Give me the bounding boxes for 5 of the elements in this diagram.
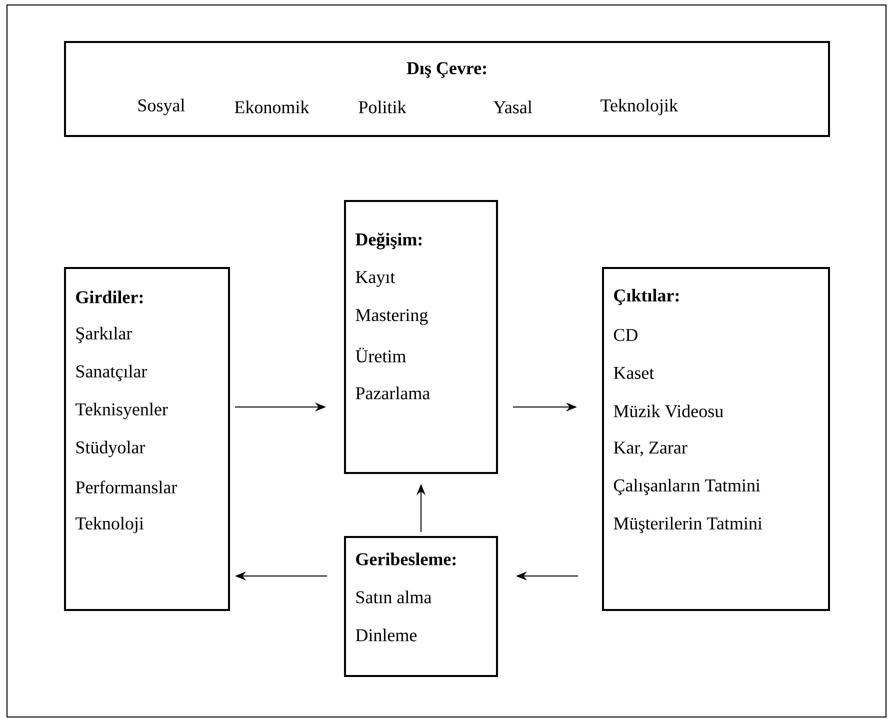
- process-box: Girdiler: Şarkılar Sanatçılar Teknisyenler Stüdyolar Performanslar Teknoloji: [64, 267, 230, 611]
- process-box: Geribesleme: Satın alma Dinleme: [344, 536, 498, 677]
- process-box: Değişim: Kayıt Mastering Üretim Pazarlama: [344, 200, 498, 474]
- process-box: Çıktılar: CD Kaset Müzik Videosu Kar, Zarar Çalışanların Tatmini Müşterilerin Tatmini: [602, 267, 830, 611]
- process-box: Dış Çevre: Sosyal Ekonomik Politik Yasal Teknolojik: [64, 41, 830, 137]
